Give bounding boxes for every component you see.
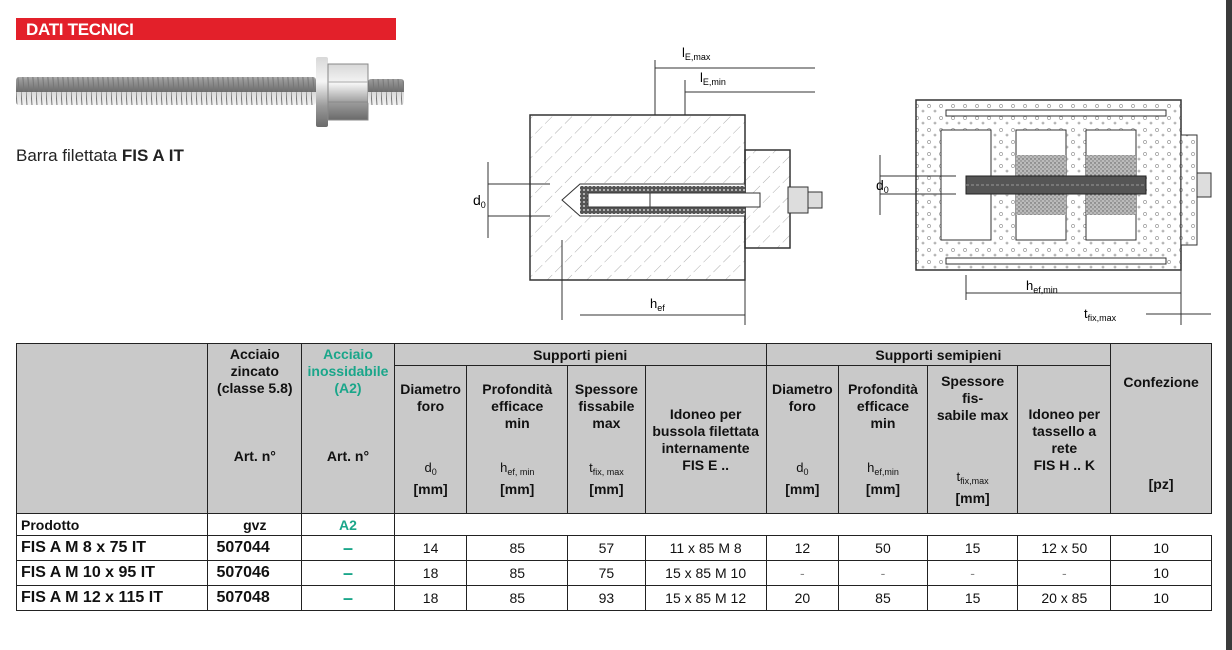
row-d0: 14: [393, 535, 468, 561]
row-mesh: 12 x 50: [1017, 535, 1112, 561]
row-inox: –: [301, 585, 395, 611]
row-hef: 85: [466, 560, 569, 586]
row-art: 507048: [207, 585, 303, 611]
row-pack: 10: [1110, 585, 1212, 611]
header-blank: [15, 343, 209, 514]
dim-d0: d0: [473, 192, 486, 210]
row-tfix: 75: [567, 560, 646, 586]
header-pack: Confezione[pz]: [1110, 343, 1212, 514]
row-mesh: -: [1017, 560, 1112, 586]
row-d0: 18: [393, 560, 468, 586]
page-edge: [1226, 0, 1232, 650]
row-inox: –: [301, 535, 395, 561]
row-pack: 10: [1110, 560, 1212, 586]
product-gvz: gvz: [207, 513, 303, 536]
row-tfix: 93: [567, 585, 646, 611]
dim-le-max: lE,max: [682, 45, 711, 62]
row-sleeve: 11 x 85 M 8: [644, 535, 767, 561]
row-name: FIS A M 10 x 95 IT: [15, 560, 209, 586]
product-row-blank: [393, 513, 1212, 536]
row-hef-hollow: 50: [838, 535, 928, 561]
row-inox: –: [301, 560, 395, 586]
dim-tfix-max: tfix,max: [1084, 306, 1117, 323]
row-art: 507044: [207, 535, 303, 561]
row-sleeve: 15 x 85 M 10: [644, 560, 767, 586]
product-caption: Barra filettata FIS A IT: [16, 146, 184, 166]
hollow-substrate-diagram: d0 hef,min tfix,max: [876, 99, 1212, 325]
row-tfix: 57: [567, 535, 646, 561]
group-solid: Supporti pieni: [393, 343, 767, 366]
row-hef-hollow: -: [838, 560, 928, 586]
row-name: FIS A M 8 x 75 IT: [15, 535, 209, 561]
row-d0: 18: [393, 585, 468, 611]
caption-prefix: Barra filettata: [16, 146, 118, 165]
row-tfix-hollow: 15: [926, 535, 1019, 561]
row-hef: 85: [466, 585, 569, 611]
dim-hef-min: hef,min: [1026, 278, 1058, 295]
group-hollow: Supporti semipieni: [765, 343, 1112, 366]
product-label-row: Prodotto gvz A2: [15, 513, 1212, 536]
threaded-rod-image: [16, 57, 404, 127]
table-row: FIS A M 8 x 75 IT 507044 – 14 85 57 11 x…: [15, 535, 1212, 561]
dim-d0-hollow: d0: [876, 177, 889, 195]
row-tfix-hollow: -: [926, 560, 1019, 586]
row-d0-hollow: -: [765, 560, 840, 586]
product-a2: A2: [301, 513, 395, 536]
row-pack: 10: [1110, 535, 1212, 561]
row-mesh: 20 x 85: [1017, 585, 1112, 611]
row-hef: 85: [466, 535, 569, 561]
row-art: 507046: [207, 560, 303, 586]
table-row: FIS A M 12 x 115 IT 507048 – 18 85 93 15…: [15, 585, 1212, 611]
row-d0-hollow: 20: [765, 585, 840, 611]
dim-le-min: lE,min: [700, 70, 726, 87]
product-label: Prodotto: [15, 513, 209, 536]
row-d0-hollow: 12: [765, 535, 840, 561]
row-name: FIS A M 12 x 115 IT: [15, 585, 209, 611]
row-sleeve: 15 x 85 M 12: [644, 585, 767, 611]
dim-hef: hef: [650, 296, 665, 313]
caption-product-name: FIS A IT: [121, 146, 184, 165]
section-title: DATI TECNICI: [26, 20, 134, 39]
table-row: FIS A M 10 x 95 IT 507046 – 18 85 75 15 …: [15, 560, 1212, 586]
row-hef-hollow: 85: [838, 585, 928, 611]
section-header: DATI TECNICI: [16, 18, 396, 40]
row-tfix-hollow: 15: [926, 585, 1019, 611]
solid-substrate-diagram: lE,max lE,min d0 hef: [473, 45, 823, 325]
